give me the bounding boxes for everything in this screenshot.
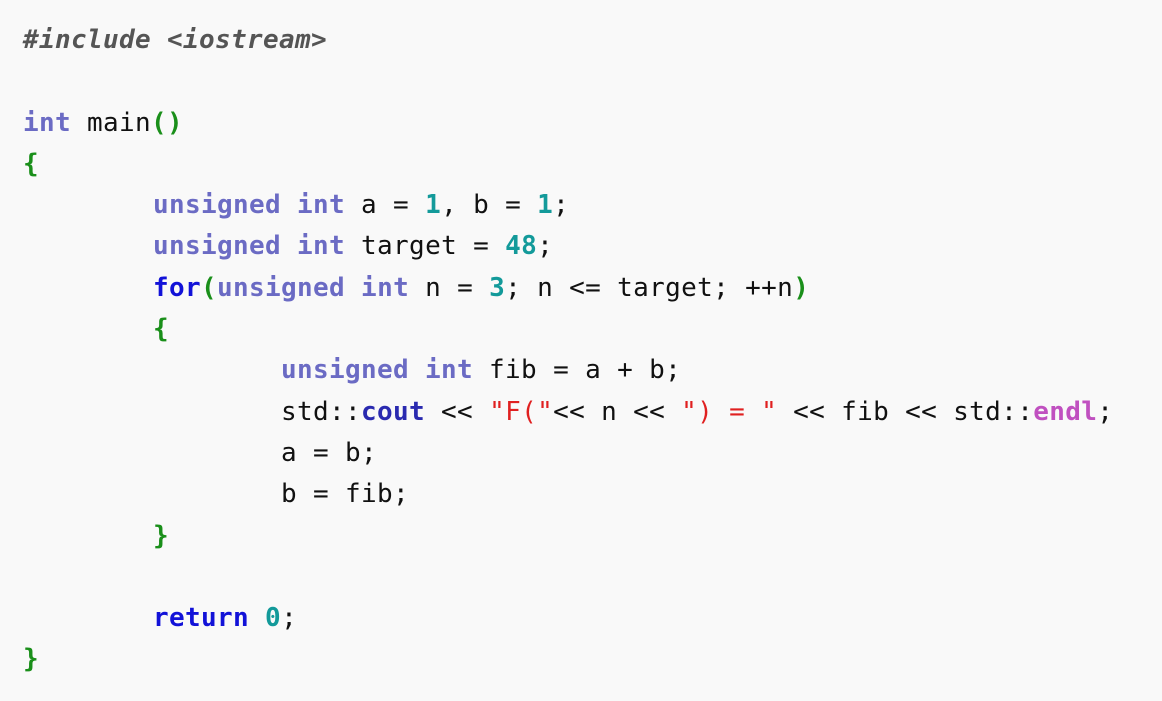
- string-literal: ") = ": [681, 396, 778, 427]
- code-text: ;: [281, 603, 298, 634]
- type-keyword: unsigned int: [217, 272, 410, 303]
- code-line: }: [23, 516, 1113, 557]
- number-literal: 0: [265, 603, 282, 634]
- code-text: a = b;: [281, 437, 378, 468]
- bracket: (: [201, 272, 218, 303]
- code-line: b = fib;: [23, 474, 1113, 515]
- code-text: a =: [345, 190, 426, 221]
- type-keyword: unsigned int: [281, 355, 474, 386]
- number-literal: 1: [537, 190, 554, 221]
- type-keyword: int: [23, 107, 72, 138]
- type-keyword: unsigned int: [153, 190, 346, 221]
- code-line: unsigned int fib = a + b;: [23, 350, 1113, 391]
- code-line: std::cout << "F("<< n << ") = " << fib <…: [23, 392, 1113, 433]
- code-text: std::: [281, 396, 362, 427]
- number-literal: 1: [425, 190, 442, 221]
- code-line: int main(): [23, 103, 1113, 144]
- code-text: << fib << std::: [777, 396, 1034, 427]
- code-line: [23, 61, 1113, 102]
- code-line: unsigned int a = 1, b = 1;: [23, 185, 1113, 226]
- code-block: #include <iostream> int main(){unsigned …: [23, 20, 1113, 681]
- code-text: n =: [409, 272, 490, 303]
- code-text: b = fib;: [281, 479, 410, 510]
- string-literal: "F(": [489, 396, 554, 427]
- code-text: ;: [1097, 396, 1114, 427]
- code-line: for(unsigned int n = 3; n <= target; ++n…: [23, 268, 1113, 309]
- bracket: {: [23, 148, 40, 179]
- number-literal: 48: [505, 231, 538, 262]
- code-text: << n <<: [553, 396, 682, 427]
- preprocessor-directive: #include <iostream>: [23, 25, 328, 55]
- code-text: <<: [425, 396, 490, 427]
- bracket: (): [151, 107, 184, 138]
- code-text: [249, 603, 265, 633]
- code-text: ;: [537, 231, 554, 262]
- code-line: unsigned int target = 48;: [23, 226, 1113, 267]
- control-keyword: return: [153, 603, 250, 634]
- code-line: {: [23, 309, 1113, 350]
- code-line: #include <iostream>: [23, 20, 1113, 61]
- code-line: [23, 557, 1113, 598]
- code-line: }: [23, 639, 1113, 680]
- code-line: return 0;: [23, 598, 1113, 639]
- bracket: ): [793, 272, 810, 303]
- code-text: fib = a + b;: [473, 355, 682, 386]
- code-line: a = b;: [23, 433, 1113, 474]
- bracket: {: [153, 314, 170, 345]
- code-text: target =: [345, 231, 506, 262]
- type-keyword: unsigned int: [153, 231, 346, 262]
- code-line: {: [23, 144, 1113, 185]
- number-literal: 3: [489, 272, 506, 303]
- stream-manipulator: endl: [1033, 396, 1098, 427]
- code-text: , b =: [441, 190, 538, 221]
- code-text: main: [71, 107, 152, 138]
- code-text: ;: [553, 190, 570, 221]
- control-keyword: for: [153, 272, 202, 303]
- stream-object: cout: [361, 396, 426, 427]
- code-text: ; n <= target; ++n: [505, 272, 794, 303]
- bracket: }: [153, 520, 170, 551]
- bracket: }: [23, 644, 40, 675]
